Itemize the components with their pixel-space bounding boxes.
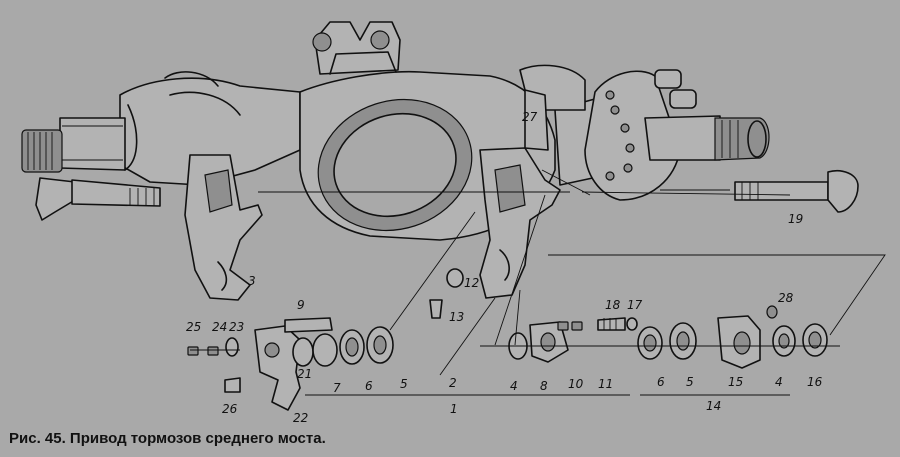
label-11: 11 — [598, 377, 613, 391]
label-25: 25 — [186, 320, 201, 334]
label-16: 16 — [807, 375, 823, 389]
label-6b: 6 — [657, 375, 665, 389]
label-22: 22 — [293, 411, 308, 425]
label-26: 26 — [222, 402, 238, 416]
label-5: 5 — [400, 377, 408, 391]
label-23: 23 — [229, 320, 244, 334]
label-6: 6 — [365, 379, 373, 393]
parts-left-group — [187, 317, 394, 411]
label-14: 14 — [706, 399, 721, 413]
label-15: 15 — [728, 375, 743, 389]
bracket-3 — [184, 154, 263, 301]
label-21: 21 — [297, 367, 312, 381]
label-2: 2 — [449, 376, 457, 390]
label-5b: 5 — [686, 375, 694, 389]
label-12: 12 — [464, 276, 479, 290]
label-3: 3 — [248, 274, 256, 288]
label-13: 13 — [449, 310, 464, 324]
label-17: 17 — [627, 298, 643, 312]
figure-caption: Рис. 45. Привод тормозов среднего моста. — [9, 430, 326, 447]
part-labels: 1 2 3 4 4 5 5 6 6 7 8 9 10 11 12 13 14 1… — [186, 110, 823, 425]
leader-lines — [190, 169, 886, 396]
bracket-2 — [479, 89, 561, 299]
label-4b: 4 — [775, 375, 783, 389]
label-9: 9 — [297, 298, 305, 312]
label-8: 8 — [540, 379, 548, 393]
parts-right-group — [597, 305, 828, 369]
label-4: 4 — [510, 379, 518, 393]
label-7: 7 — [333, 381, 341, 395]
label-18: 18 — [605, 298, 621, 312]
label-27: 27 — [522, 110, 538, 124]
axle-housing-left — [21, 71, 301, 221]
label-10: 10 — [568, 377, 584, 391]
label-28: 28 — [778, 291, 794, 305]
label-19: 19 — [788, 212, 803, 226]
label-24: 24 — [212, 320, 227, 334]
axle-housing-right — [519, 64, 859, 213]
label-1: 1 — [450, 402, 458, 416]
